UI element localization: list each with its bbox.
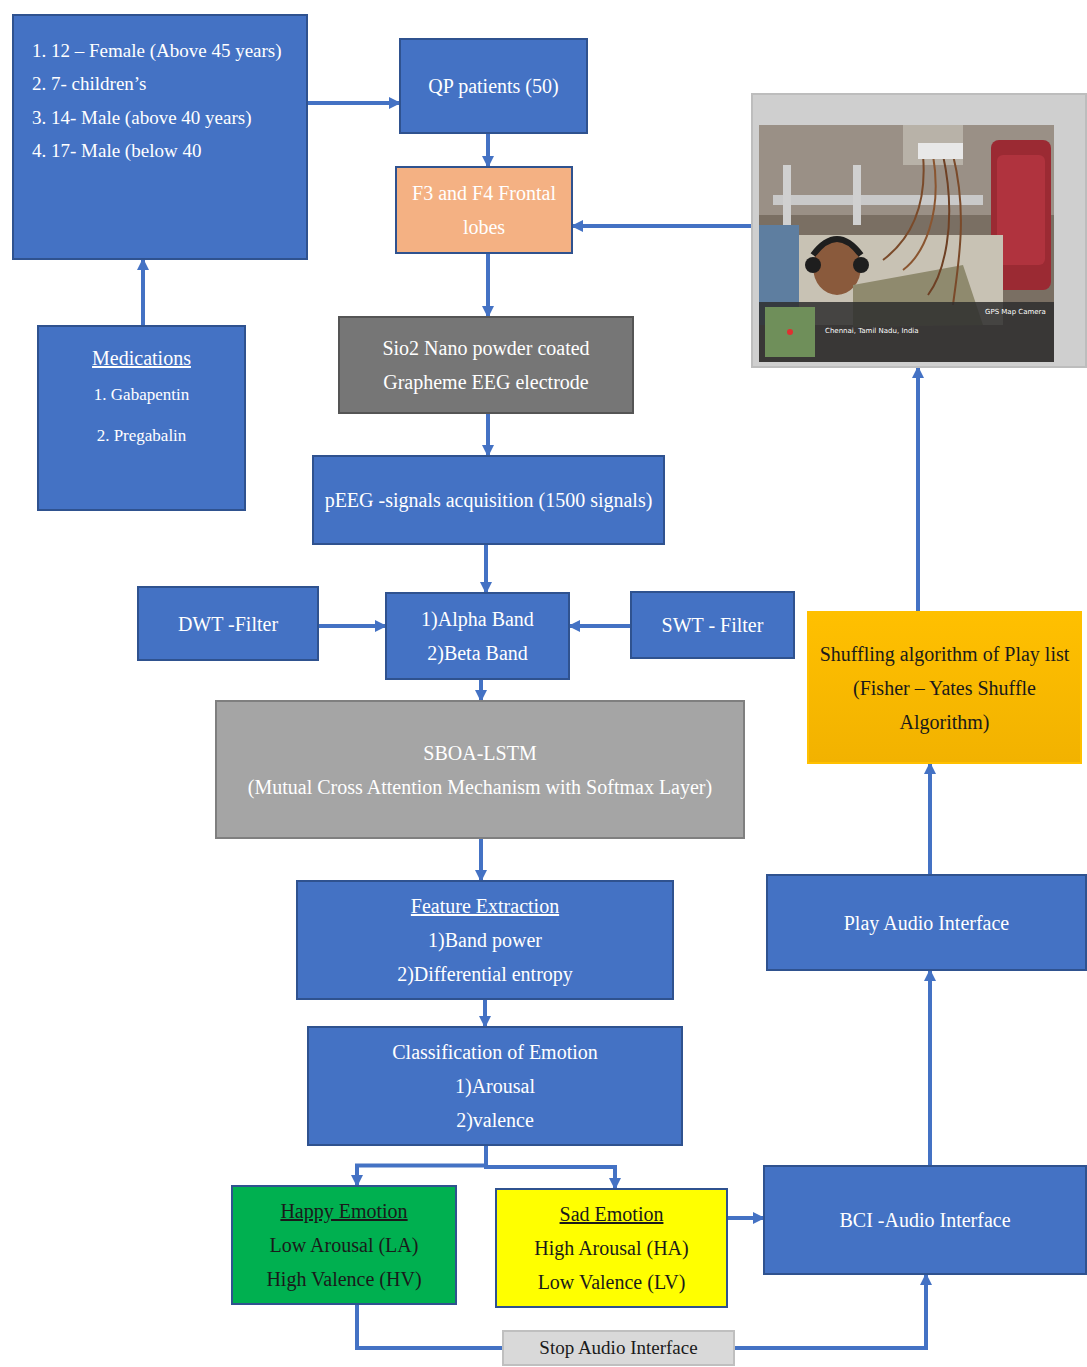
node-text: 2. Pregabalin bbox=[97, 416, 187, 457]
node-text: BCI -Audio Interface bbox=[839, 1203, 1010, 1237]
flow-arrow bbox=[308, 101, 399, 105]
node-text: High Arousal (HA) bbox=[534, 1231, 688, 1265]
process-box: Stop Audio Interface bbox=[502, 1330, 735, 1366]
photo-frame: GPS Map CameraChennai, Tamil Nadu, India bbox=[751, 93, 1087, 368]
flow-arrow bbox=[479, 839, 483, 880]
patient-photo bbox=[753, 95, 1085, 366]
node-text: SWT - Filter bbox=[662, 608, 764, 642]
node-text: Low Valence (LV) bbox=[538, 1265, 686, 1299]
node-text: DWT -Filter bbox=[178, 607, 278, 641]
node-text: 2)Beta Band bbox=[427, 636, 528, 670]
feature-box: Feature Extraction1)Band power2)Differen… bbox=[296, 880, 674, 1000]
node-text: 4. 17- Male (below 40 bbox=[24, 134, 296, 167]
flow-arrow bbox=[486, 254, 490, 316]
medications-box: Medications1. Gabapentin2. Pregabalin bbox=[37, 325, 246, 511]
node-text: F3 and F4 Frontal lobes bbox=[405, 176, 563, 244]
flow-arrow bbox=[483, 1000, 487, 1026]
electrode-site-box: F3 and F4 Frontal lobes bbox=[395, 166, 573, 254]
node-text: Stop Audio Interface bbox=[539, 1332, 697, 1364]
flow-arrow bbox=[486, 1146, 615, 1188]
node-text: QP patients (50) bbox=[428, 69, 558, 103]
algorithm-box: Shuffling algorithm of Play list (Fisher… bbox=[807, 611, 1082, 764]
classification-box: Classification of Emotion1)Arousal2)vale… bbox=[307, 1026, 683, 1146]
node-text: SBOA-LSTM bbox=[423, 736, 536, 770]
flow-arrow bbox=[928, 971, 932, 1165]
flow-arrow bbox=[319, 624, 385, 628]
node-text: Low Arousal (LA) bbox=[270, 1228, 419, 1262]
photo-caption: Chennai, Tamil Nadu, India bbox=[825, 327, 919, 335]
emotion-box: Happy EmotionLow Arousal (LA)High Valenc… bbox=[231, 1185, 457, 1305]
node-text: 1)Alpha Band bbox=[421, 602, 534, 636]
model-box: SBOA-LSTM(Mutual Cross Attention Mechani… bbox=[215, 700, 745, 839]
node-text: 1)Band power bbox=[428, 923, 542, 957]
node-text: (Mutual Cross Attention Mechanism with S… bbox=[248, 770, 712, 804]
filter-box: SWT - Filter bbox=[630, 591, 795, 659]
process-box: QP patients (50) bbox=[399, 38, 588, 134]
flow-arrow bbox=[357, 1146, 486, 1185]
node-text: 2)valence bbox=[456, 1103, 534, 1137]
process-box: BCI -Audio Interface bbox=[763, 1165, 1087, 1275]
photo-caption: GPS Map Camera bbox=[985, 308, 1046, 316]
node-text: Play Audio Interface bbox=[844, 906, 1010, 940]
node-text: Shuffling algorithm of Play list (Fisher… bbox=[817, 637, 1072, 739]
patient-groups-box: 1. 12 – Female (Above 45 years)2. 7- chi… bbox=[12, 14, 308, 260]
process-box: pEEG -signals acquisition (1500 signals) bbox=[312, 455, 665, 545]
flow-arrow bbox=[916, 368, 920, 611]
node-text: Medications bbox=[92, 341, 191, 375]
flow-arrow bbox=[479, 680, 483, 700]
node-text: High Valence (HV) bbox=[266, 1262, 421, 1296]
flow-arrow bbox=[928, 764, 932, 874]
flow-arrow bbox=[486, 414, 490, 455]
node-text: pEEG -signals acquisition (1500 signals) bbox=[325, 483, 653, 517]
emotion-box: Sad EmotionHigh Arousal (HA)Low Valence … bbox=[495, 1188, 728, 1308]
node-text: 1. 12 – Female (Above 45 years) bbox=[24, 34, 296, 67]
flow-arrow bbox=[735, 1275, 926, 1348]
node-text: 3. 14- Male (above 40 years) bbox=[24, 101, 296, 134]
flow-arrow bbox=[484, 545, 488, 592]
node-text: Sio2 Nano powder coated Grapheme EEG ele… bbox=[348, 331, 624, 399]
electrode-box: Sio2 Nano powder coated Grapheme EEG ele… bbox=[338, 316, 634, 414]
flow-arrow bbox=[357, 1305, 502, 1348]
node-text: Happy Emotion bbox=[280, 1194, 407, 1228]
filter-box: DWT -Filter bbox=[137, 586, 319, 661]
node-text: Sad Emotion bbox=[560, 1197, 664, 1231]
flow-arrow bbox=[141, 260, 145, 325]
flow-arrow bbox=[573, 224, 751, 228]
node-text: Feature Extraction bbox=[411, 889, 559, 923]
node-text: 1. Gabapentin bbox=[94, 375, 189, 416]
flow-arrow bbox=[570, 624, 630, 628]
node-text: Classification of Emotion bbox=[392, 1035, 598, 1069]
flow-arrow bbox=[486, 134, 490, 166]
process-box: Play Audio Interface bbox=[766, 874, 1087, 971]
node-text: 1)Arousal bbox=[455, 1069, 535, 1103]
node-text: 2. 7- children’s bbox=[24, 67, 296, 100]
flow-arrow bbox=[728, 1216, 763, 1220]
node-text: 2)Differential entropy bbox=[397, 957, 573, 991]
band-box: 1)Alpha Band2)Beta Band bbox=[385, 592, 570, 680]
